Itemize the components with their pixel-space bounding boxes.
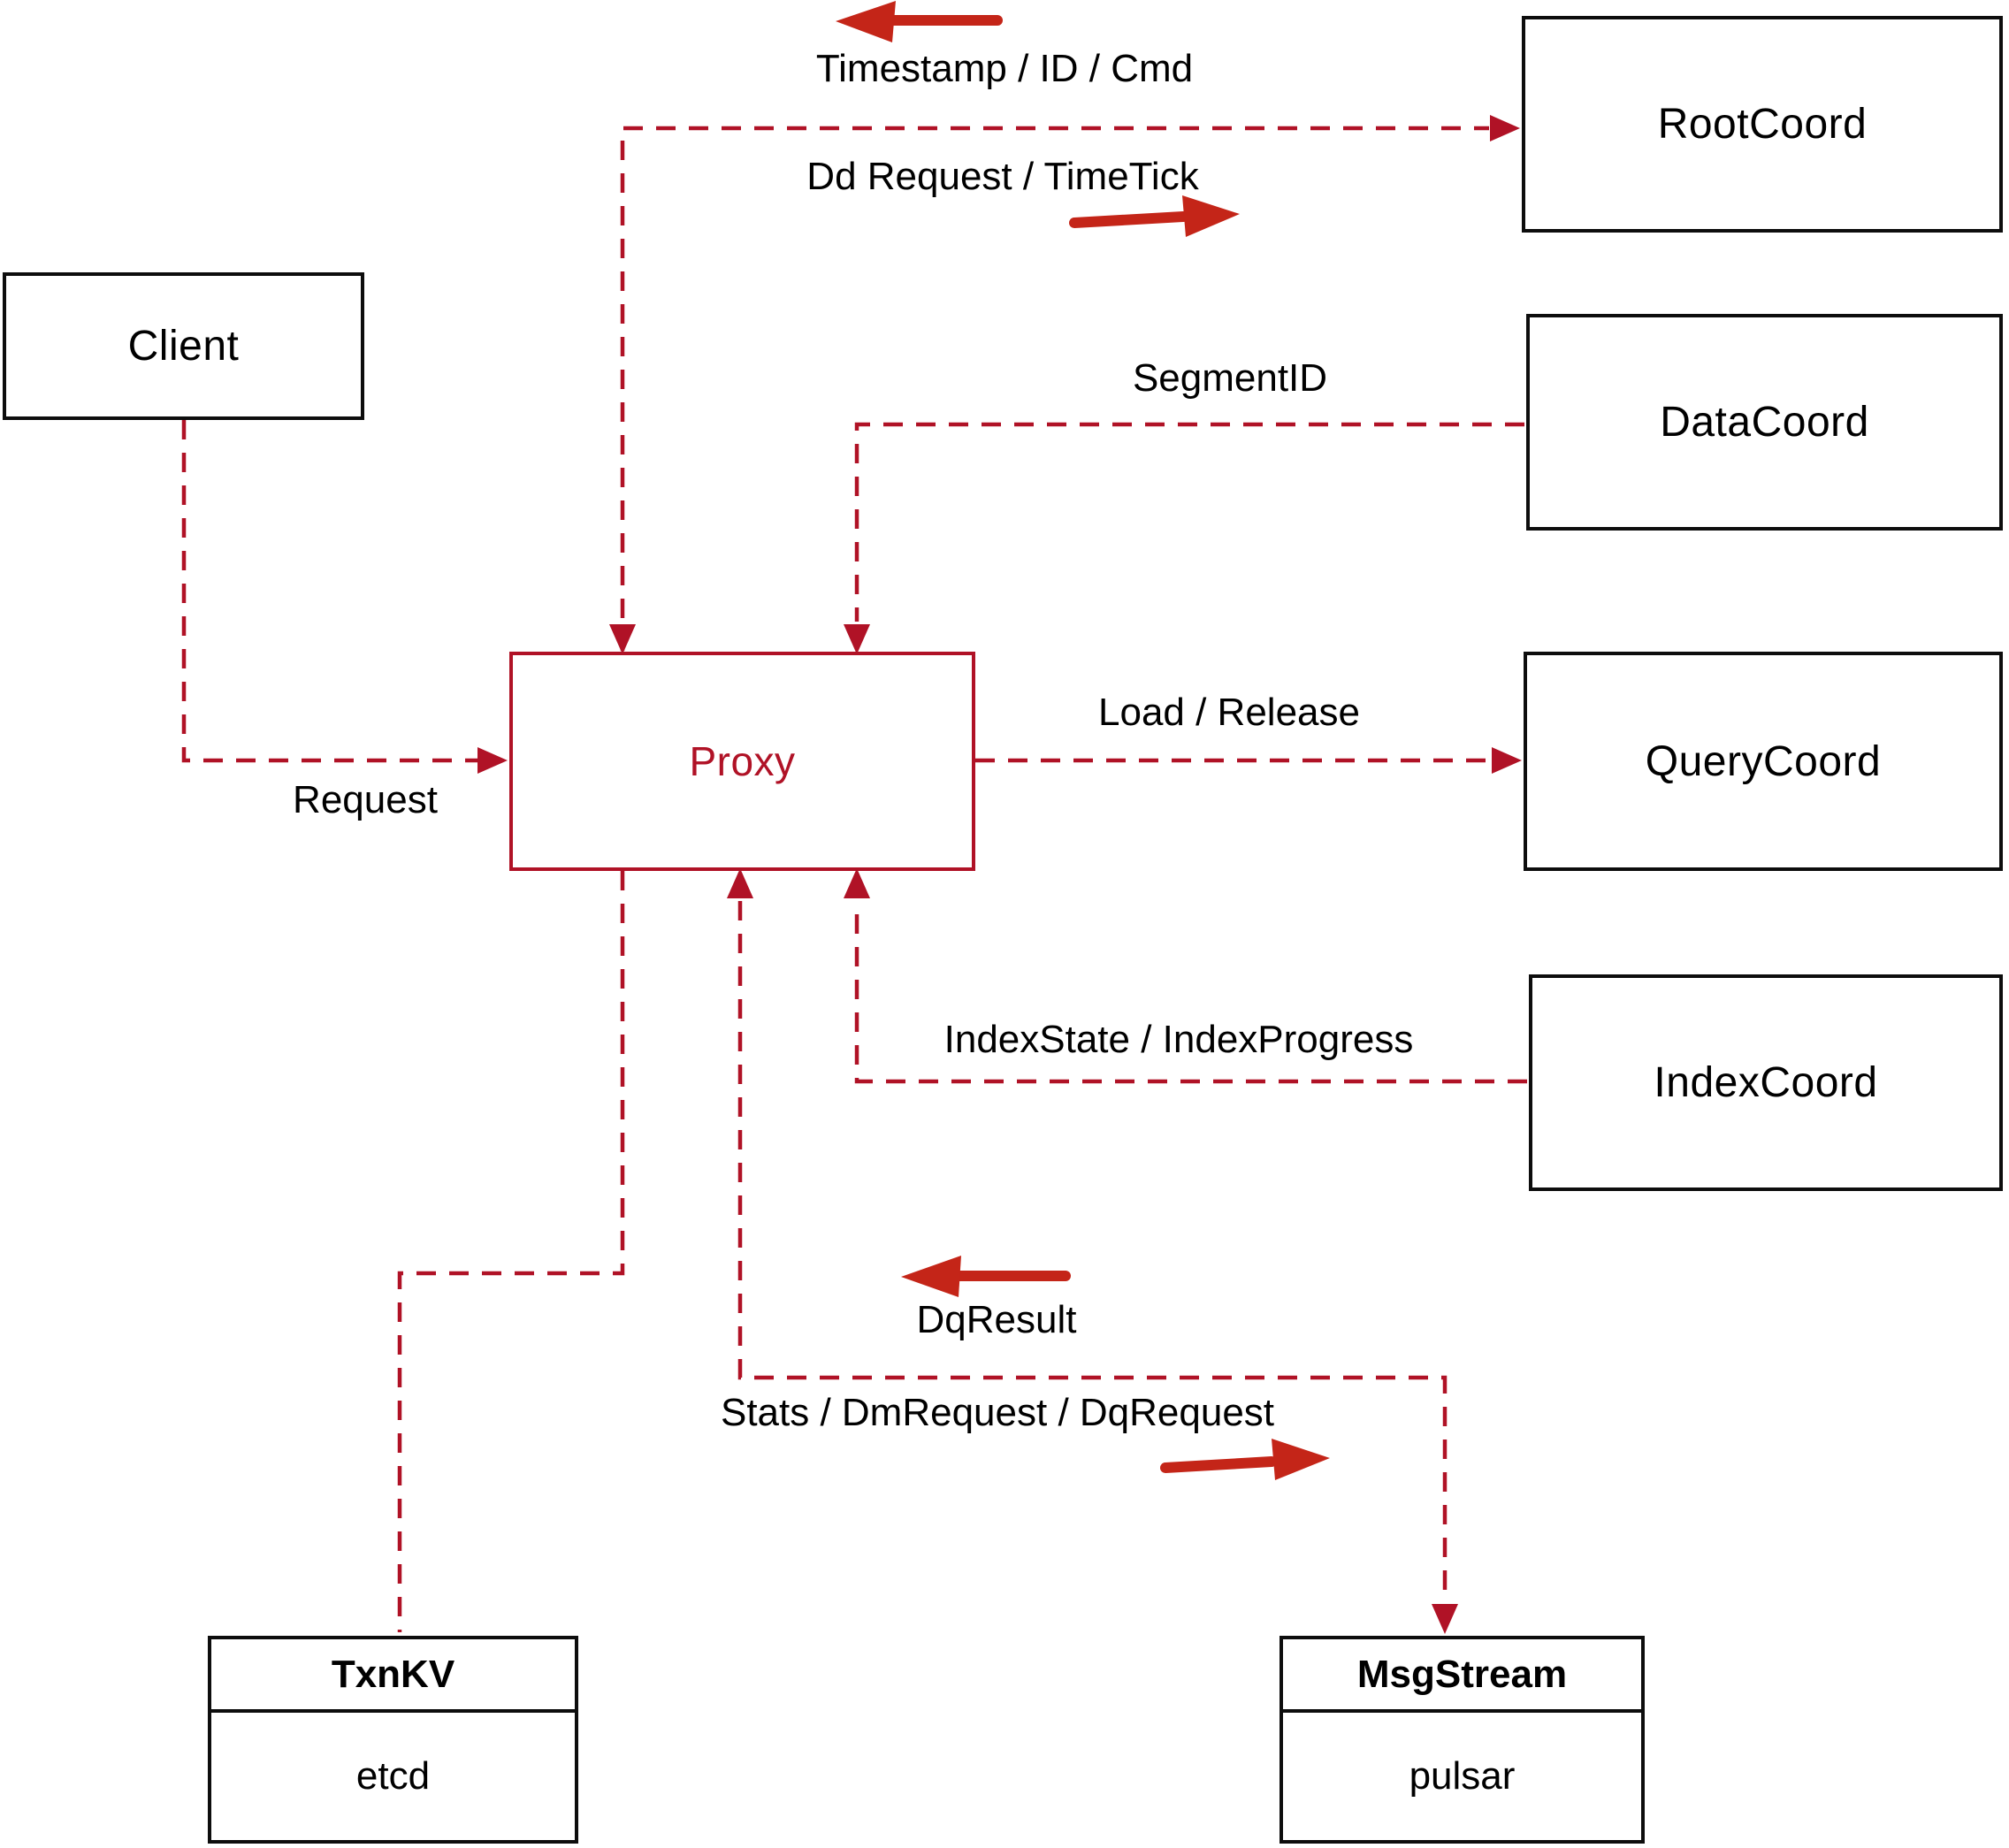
edge-label-load-release: Load / Release (1098, 691, 1360, 734)
node-client-label: Client (127, 323, 240, 370)
edge-label-timestamp-id-cmd: Timestamp / ID / Cmd (815, 47, 1194, 90)
arrowhead-into-querycoord-icon (1492, 747, 1522, 774)
edge-datacoord-proxy (854, 422, 1524, 622)
node-rootcoord-label: RootCoord (1657, 101, 1868, 148)
node-txnkv-impl: etcd (355, 1754, 431, 1798)
node-msgstream-impl: pulsar (1409, 1754, 1516, 1798)
node-txnkv-title: TxnKV (211, 1639, 575, 1713)
edge-indexcoord-proxy (854, 901, 1527, 1084)
arrowhead-into-rootcoord-icon (1490, 115, 1520, 141)
node-indexcoord-label: IndexCoord (1654, 1059, 1878, 1106)
edge-client-proxy (181, 420, 482, 763)
edge-label-request: Request (293, 778, 438, 821)
node-proxy-label: Proxy (689, 738, 796, 784)
edge-label-segment-id: SegmentID (1132, 356, 1328, 400)
arrowhead-into-proxy-bottom1-icon (844, 868, 870, 898)
node-datacoord-label: DataCoord (1660, 399, 1869, 446)
arrowhead-into-proxy-top2-icon (844, 624, 870, 654)
edge-proxy-txnkv (397, 871, 625, 1632)
node-indexcoord: IndexCoord (1529, 974, 2003, 1191)
edge-proxy-rootcoord (620, 126, 1489, 683)
node-msgstream-title: MsgStream (1283, 1639, 1641, 1713)
node-rootcoord: RootCoord (1522, 16, 2003, 233)
arrow-left-response-top-icon (836, 1, 1003, 42)
arrowhead-into-proxy-top1-icon (609, 624, 636, 654)
node-msgstream: MsgStream pulsar (1279, 1636, 1645, 1844)
arrowhead-into-msgstream-icon (1432, 1604, 1458, 1634)
arrowhead-into-proxy-left-icon (477, 747, 508, 774)
node-proxy: Proxy (509, 652, 975, 871)
node-txnkv: TxnKV etcd (208, 1636, 578, 1844)
arrow-right-stats-icon (1160, 1439, 1330, 1480)
arrowhead-into-proxy-bottom2-icon (727, 868, 753, 898)
edge-label-dd-request-timetick: Dd Request / TimeTick (806, 155, 1199, 198)
edge-label-indexstate-indexprogress: IndexState / IndexProgress (943, 1018, 1414, 1061)
node-datacoord: DataCoord (1526, 314, 2003, 531)
edge-label-dqresult: DqResult (916, 1298, 1077, 1341)
node-client: Client (3, 272, 364, 420)
node-querycoord: QueryCoord (1524, 652, 2003, 871)
arrow-left-dqresult-icon (901, 1256, 1071, 1297)
edge-proxy-msgstream (737, 901, 1448, 1602)
edge-label-stats-dmrequest-dqrequest: Stats / DmRequest / DqRequest (720, 1391, 1275, 1434)
node-querycoord-label: QueryCoord (1645, 737, 1882, 785)
arrow-right-request-top-icon (1069, 195, 1240, 237)
